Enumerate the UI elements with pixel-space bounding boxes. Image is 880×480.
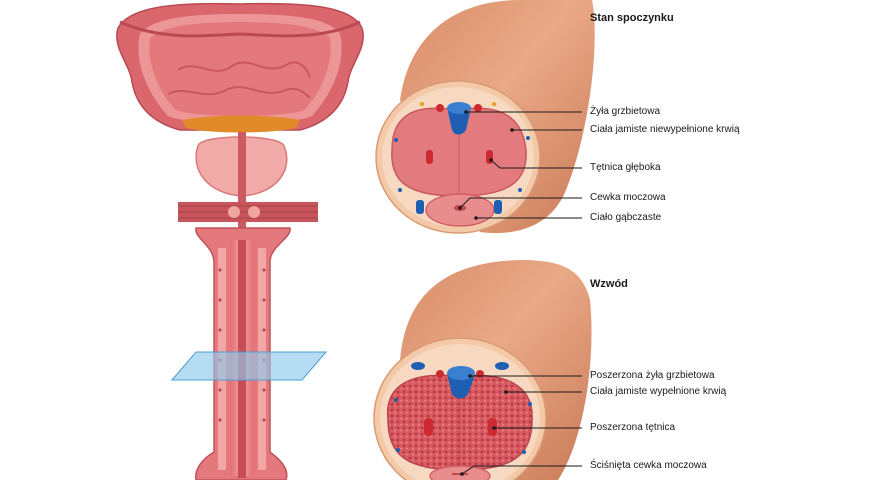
erection-leader-lines: [461, 375, 582, 475]
resting-deep-artery-left: [426, 150, 433, 164]
section-plane: [170, 351, 328, 381]
urine: [182, 115, 300, 133]
erection-artery-right: [488, 418, 497, 436]
bladder-folds: [177, 61, 311, 79]
resting-cross-section: [375, 0, 595, 234]
resting-title: Stan spoczynku: [590, 12, 674, 24]
label-corpora-cavernosa-empty: Ciała jamiste niewypełnione krwią: [590, 124, 740, 135]
label-deep-artery: Tętnica głęboka: [590, 162, 661, 173]
resting-deep-artery-right: [486, 150, 493, 164]
longitudinal-section: [116, 2, 364, 480]
resting-leader-lines: [459, 111, 582, 219]
label-corpus-spongiosum: Ciało gąbczaste: [590, 212, 662, 223]
label-dorsal-vein: Żyła grzbietowa: [590, 106, 661, 117]
erection-title: Wzwód: [590, 278, 628, 290]
label-corpora-cavernosa-filled: Ciała jamiste wypełnione krwią: [590, 386, 727, 397]
label-dilated-dorsal-vein: Poszerzona żyła grzbietowa: [590, 370, 715, 381]
label-urethra: Cewka moczowa: [590, 192, 666, 203]
erection-artery-left: [424, 418, 433, 436]
label-dilated-artery: Poszerzona tętnica: [590, 422, 676, 433]
erection-cross-section: [373, 260, 592, 480]
label-compressed-urethra: Ściśnięta cewka moczowa: [590, 460, 707, 471]
